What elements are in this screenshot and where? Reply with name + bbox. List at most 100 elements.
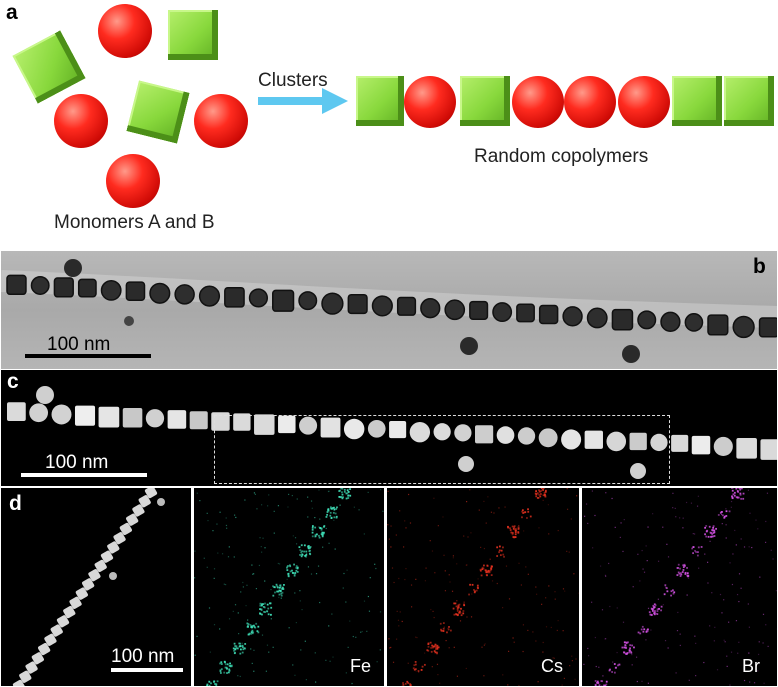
signal-dot — [250, 633, 253, 635]
noise-speck — [448, 647, 450, 649]
signal-dot — [311, 531, 314, 534]
signal-dot — [736, 490, 739, 492]
haadf-particle — [409, 422, 431, 443]
signal-dot — [732, 493, 735, 496]
noise-speck — [698, 567, 700, 569]
signal-dot — [653, 612, 656, 615]
noise-speck — [241, 642, 243, 644]
noise-speck — [576, 495, 578, 497]
signal-dot — [645, 630, 648, 633]
tem-particle — [444, 299, 466, 321]
signal-dot — [278, 593, 281, 596]
noise-speck — [757, 670, 759, 672]
noise-speck — [508, 598, 511, 600]
noise-speck — [762, 642, 764, 644]
noise-speck — [325, 527, 327, 530]
noise-speck — [747, 603, 749, 605]
signal-dot — [233, 642, 236, 645]
noise-speck — [328, 625, 330, 627]
noise-speck — [713, 640, 715, 642]
noise-speck — [483, 500, 485, 503]
panel-c-haadf-image: 100 nm c — [1, 370, 777, 486]
signal-dot — [512, 527, 515, 530]
noise-speck — [367, 491, 369, 494]
signal-dot — [596, 681, 598, 684]
signal-dot — [677, 571, 680, 574]
signal-dot — [485, 571, 488, 574]
noise-speck — [616, 607, 618, 609]
haadf-particle — [299, 416, 318, 435]
signal-dot — [629, 649, 631, 652]
noise-speck — [270, 618, 272, 620]
panel-b-scale-bar — [25, 354, 151, 358]
signal-dot — [665, 586, 668, 589]
signal-dot — [273, 586, 276, 589]
chain-cube — [724, 76, 774, 126]
noise-speck — [502, 607, 504, 609]
tem-particle — [149, 282, 171, 304]
signal-dot — [652, 604, 655, 607]
noise-speck — [735, 544, 737, 546]
signal-dot — [255, 622, 258, 625]
signal-dot — [240, 645, 242, 648]
signal-dot — [686, 572, 689, 575]
noise-speck — [730, 651, 733, 653]
noise-speck — [655, 612, 657, 615]
signal-dot — [409, 684, 412, 686]
noise-speck — [237, 675, 239, 677]
monomer-b-cube — [12, 30, 86, 104]
noise-speck — [563, 677, 566, 680]
haadf-particle — [760, 439, 777, 460]
noise-speck — [764, 541, 767, 543]
signal-dot — [423, 663, 426, 666]
noise-speck — [327, 490, 330, 493]
noise-speck — [552, 657, 554, 659]
signal-dot — [538, 493, 540, 496]
noise-speck — [433, 616, 435, 619]
haadf-particle — [561, 429, 582, 450]
haadf-particle — [122, 407, 143, 428]
noise-speck — [224, 583, 227, 586]
noise-speck — [251, 573, 254, 575]
signal-dot — [625, 653, 628, 655]
signal-dot — [469, 583, 471, 586]
noise-speck — [314, 516, 316, 519]
signal-dot — [725, 515, 728, 517]
noise-speck — [650, 629, 652, 631]
tem-particle — [622, 345, 640, 363]
noise-speck — [299, 600, 301, 602]
signal-dot — [246, 622, 249, 625]
noise-speck — [363, 600, 366, 602]
noise-speck — [608, 562, 610, 565]
noise-speck — [709, 540, 711, 542]
noise-speck — [206, 566, 208, 568]
noise-speck — [251, 662, 253, 665]
signal-dot — [526, 517, 528, 519]
signal-dot — [487, 570, 490, 572]
signal-dot — [735, 496, 738, 499]
signal-dot — [230, 665, 233, 668]
haadf-particle — [691, 435, 711, 455]
noise-speck — [753, 682, 756, 684]
panel-b-scale-label: 100 nm — [47, 334, 111, 355]
signal-dot — [314, 526, 317, 529]
noise-speck — [527, 573, 529, 575]
signal-dot — [224, 661, 226, 664]
noise-speck — [278, 596, 280, 598]
signal-dot — [219, 662, 222, 665]
signal-dot — [481, 568, 484, 571]
signal-dot — [705, 530, 708, 533]
noise-speck — [601, 609, 604, 611]
noise-speck — [375, 567, 377, 570]
panel-d-haadf-image: 100 nm d — [1, 488, 191, 686]
noise-speck — [493, 512, 495, 514]
signal-dot — [296, 566, 299, 569]
noise-speck — [317, 565, 320, 567]
signal-dot — [293, 573, 296, 575]
signal-dot — [417, 670, 420, 672]
noise-speck — [314, 652, 316, 654]
signal-dot — [430, 650, 433, 653]
signal-dot — [295, 566, 298, 569]
signal-dot — [434, 651, 437, 654]
signal-dot — [327, 509, 329, 512]
